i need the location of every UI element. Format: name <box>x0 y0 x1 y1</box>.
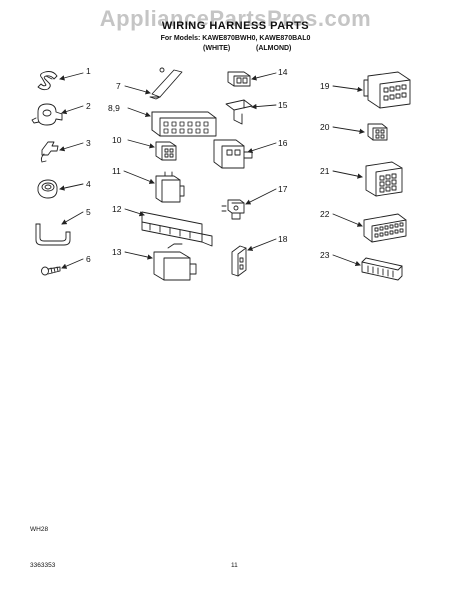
callout-10: 10 <box>112 135 122 145</box>
page-title: WIRING HARNESS PARTS <box>161 20 310 32</box>
callout-16: 16 <box>278 138 288 148</box>
part-12-terminal-block-icon <box>141 211 213 247</box>
callout-19: 19 <box>320 81 330 91</box>
callout-15: 15 <box>278 100 288 110</box>
callout-11: 11 <box>112 166 121 176</box>
callout-18: 18 <box>278 234 288 244</box>
part-10-small-housing-icon <box>155 141 177 161</box>
part-19-twelve-pin-connector-icon <box>363 71 411 109</box>
part-17-terminal-pair-icon <box>221 199 245 220</box>
leader-arrows <box>59 72 365 269</box>
part-23-ribbon-connector-icon <box>361 257 403 281</box>
part-5-strap-clamp-icon <box>35 223 71 246</box>
watermark: AppliancePartsPros.com <box>99 6 372 31</box>
part-14-mini-connector-icon <box>227 71 251 87</box>
callout-7: 7 <box>116 81 121 91</box>
callout-5: 5 <box>86 207 91 217</box>
part-22-dual-row-connector-icon <box>363 213 407 243</box>
callout-12: 12 <box>112 204 122 214</box>
callout-17: 17 <box>278 184 288 194</box>
callout-2: 2 <box>86 101 91 111</box>
callout-23: 23 <box>320 250 330 260</box>
callout-3: 3 <box>86 138 91 148</box>
callout-6: 6 <box>86 254 91 264</box>
model-list: For Models: KAWE870BWH0, KAWE870BAL0 <box>160 35 311 42</box>
part-3-bent-clip-icon <box>40 141 59 163</box>
callout-1: 1 <box>86 66 91 76</box>
footer-page-number: 11 <box>231 562 238 569</box>
part-11-plug-housing-icon <box>155 171 185 203</box>
callout-13: 13 <box>112 247 122 257</box>
part-8-9-multi-pin-connector-icon <box>151 111 217 137</box>
footer-doc-number: 3363353 <box>30 562 56 569</box>
callout-21: 21 <box>320 166 330 176</box>
part-15-bracket-clip-icon <box>225 99 253 125</box>
callout-4: 4 <box>86 179 91 189</box>
part-21-nine-pin-connector-icon <box>365 161 403 197</box>
part-18-latch-connector-icon <box>231 245 247 277</box>
part-1-wire-clip-icon <box>37 71 58 91</box>
color-white-label: (WHITE) <box>203 45 231 52</box>
footer-code: WH28 <box>30 526 49 533</box>
callout-20: 20 <box>320 122 330 132</box>
part-13-large-plug-icon <box>153 243 197 281</box>
part-4-grommet-icon <box>37 179 58 199</box>
part-2-cable-clamp-icon <box>31 103 63 126</box>
color-almond-label: (ALMOND) <box>256 45 292 52</box>
callout-8-9: 8,9 <box>108 103 120 113</box>
callout-14: 14 <box>278 67 288 77</box>
part-20-four-pin-connector-icon <box>367 123 388 141</box>
part-7-retainer-icon <box>149 67 183 100</box>
part-6-screw-icon <box>41 266 61 276</box>
part-16-two-pin-plug-icon <box>213 139 253 169</box>
callout-22: 22 <box>320 209 330 219</box>
